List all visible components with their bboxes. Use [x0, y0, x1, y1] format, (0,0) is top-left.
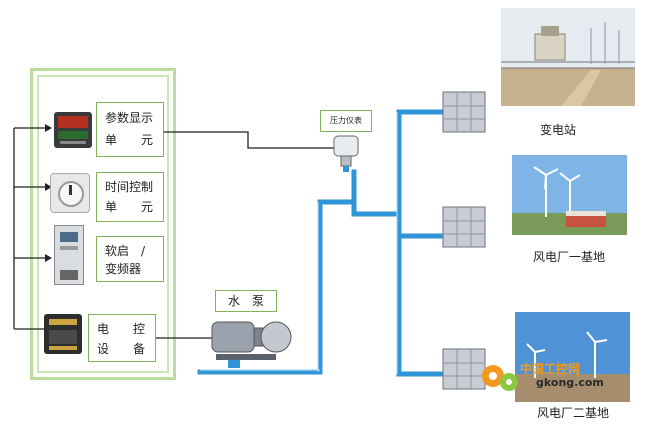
param-display-unit-box: 参数显示 单 元 — [96, 102, 164, 157]
watermark-url-text: gkong.com — [536, 376, 604, 389]
soft-starter-drive-icon — [54, 225, 84, 285]
watermark-logo-icon — [477, 356, 521, 396]
electric-control-unit-box: 电 控 设 备 — [88, 314, 156, 362]
contactor-icon — [44, 314, 82, 354]
param-display-line1: 参数显示 — [105, 112, 153, 124]
water-pump-icon — [206, 312, 296, 372]
digital-display-meter-icon — [54, 112, 92, 148]
electric-control-line2: 设 备 — [97, 343, 145, 355]
pump-label-box: 水 泵 — [215, 290, 277, 312]
water-tank-substation-icon — [441, 88, 487, 136]
substation-photo — [501, 8, 635, 106]
watermark-brand-text: 中国工控网 — [520, 360, 580, 377]
pressure-sensor-label: 压力仪表 — [330, 116, 362, 125]
wind-farm-1-caption: 风电厂一基地 — [533, 248, 605, 265]
time-control-unit-box: 时间控制 单 元 — [96, 172, 164, 222]
time-control-line2: 单 元 — [105, 201, 153, 213]
soft-start-unit-box: 软启 / 变频器 — [96, 236, 164, 282]
wind-farm-1-photo — [512, 155, 627, 235]
electric-control-line1: 电 控 — [97, 323, 145, 335]
wind-farm-2-caption: 风电厂二基地 — [537, 404, 609, 421]
pressure-transmitter-icon — [330, 134, 362, 174]
pressure-sensor-label-box: 压力仪表 — [320, 110, 372, 132]
soft-start-line2: 变频器 — [105, 263, 141, 275]
time-control-line1: 时间控制 — [105, 181, 153, 193]
soft-start-line1: 软启 / — [105, 245, 145, 257]
pump-label: 水 泵 — [228, 294, 264, 308]
timer-relay-icon — [50, 173, 90, 213]
param-display-line2: 单 元 — [105, 134, 153, 146]
water-tank-wind1-icon — [441, 203, 487, 251]
substation-caption: 变电站 — [540, 121, 576, 138]
